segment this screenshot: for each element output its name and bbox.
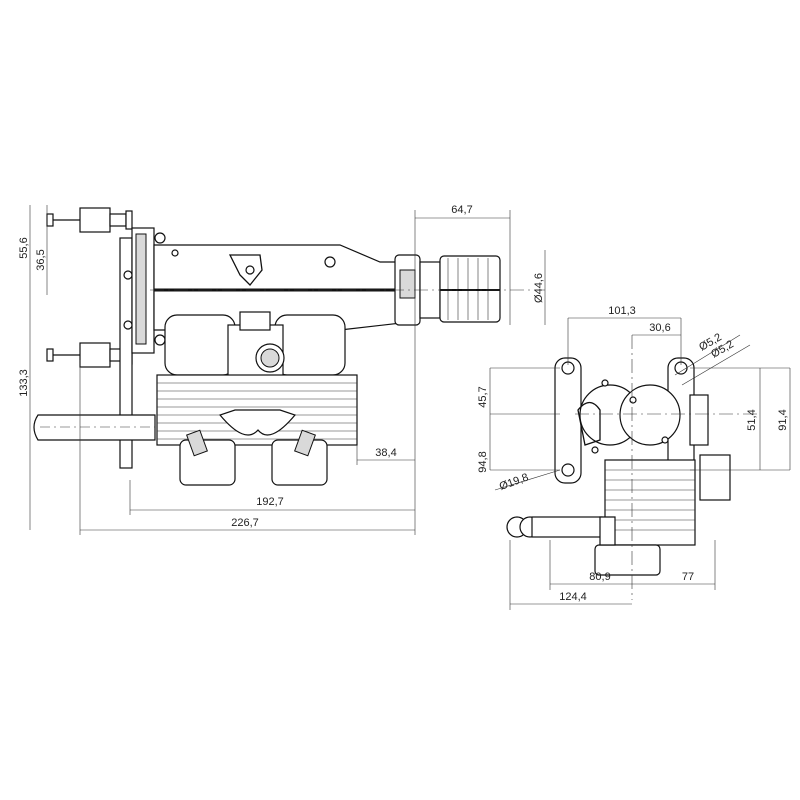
dim-label: 30,6	[649, 322, 670, 334]
side-view: 101,3 30,6 Ø5,2 Ø5,2 45,7 51,4 91,4 94,8…	[477, 305, 791, 610]
dim-label: 192,7	[256, 496, 284, 508]
dim-label: 226,7	[231, 517, 259, 529]
dim-label: Ø19,8	[498, 471, 530, 493]
side-exhaust	[506, 516, 616, 546]
dim-label: 124,4	[559, 591, 587, 603]
dim-label: 91,4	[777, 409, 789, 430]
crankcase-front	[577, 379, 709, 454]
dim-label: 51,4	[746, 409, 758, 430]
mount-bolt-upper	[46, 207, 133, 233]
side-dimensions	[489, 317, 791, 610]
dim-label: 36,5	[35, 249, 47, 270]
front-dimensions	[29, 205, 546, 535]
front-dim-labels: 64,7 Ø44,6 55,6 36,5 133,3 38,4 192,7 22…	[18, 204, 545, 529]
dim-label: Ø44,6	[533, 273, 545, 303]
dim-label: 80,9	[589, 571, 610, 583]
dim-label: 38,4	[375, 447, 396, 459]
dim-label: 64,7	[451, 204, 472, 216]
side-cylinder	[594, 454, 731, 576]
prop-hub	[394, 254, 501, 326]
dim-label: 77	[682, 571, 694, 583]
spark-plugs	[179, 429, 328, 486]
dim-label: 94,8	[477, 451, 489, 472]
dim-label: 101,3	[608, 305, 636, 317]
dim-label: 133,3	[18, 369, 30, 397]
mount-bolt-lower	[46, 342, 133, 368]
cylinder-heads	[164, 311, 346, 396]
dim-label: 55,6	[18, 237, 30, 258]
dim-label: 45,7	[477, 386, 489, 407]
exhaust-pipe	[33, 414, 156, 441]
front-view: 64,7 Ø44,6 55,6 36,5 133,3 38,4 192,7 22…	[18, 204, 546, 535]
